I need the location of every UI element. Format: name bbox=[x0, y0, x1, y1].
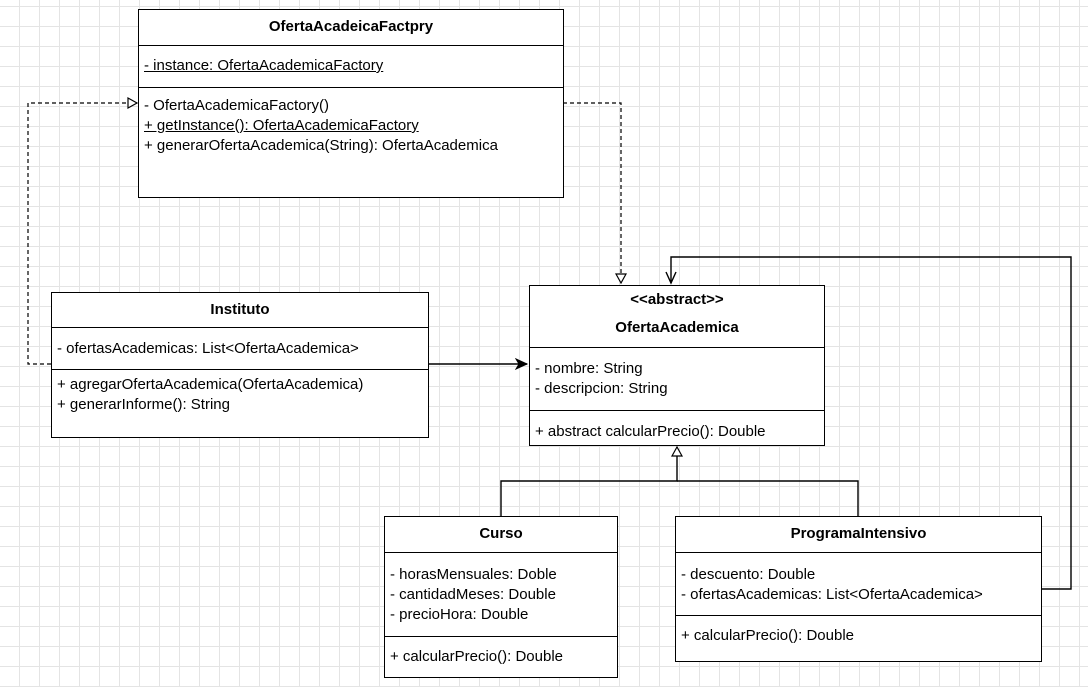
method: - OfertaAcademicaFactory() bbox=[144, 97, 330, 114]
attribute: - descuento: Double bbox=[681, 566, 816, 583]
method: + generarInforme(): String bbox=[57, 396, 230, 413]
attribute: - nombre: String bbox=[535, 360, 643, 377]
class-ofertaacademica[interactable]: <<abstract>> OfertaAcademica - nombre: S… bbox=[529, 285, 825, 446]
attribute: - cantidadMeses: Double bbox=[390, 586, 556, 603]
inheritance-curso-oferta bbox=[500, 447, 677, 516]
method: + calcularPrecio(): Double bbox=[681, 627, 854, 644]
attributes-section: - descuento: Double - ofertasAcademicas:… bbox=[676, 553, 1041, 616]
method: + generarOfertaAcademica(String): Oferta… bbox=[144, 137, 498, 154]
association-programa-oferta bbox=[665, 256, 1072, 590]
attributes-section: - instance: OfertaAcademicaFactory bbox=[139, 46, 563, 88]
stereotype: <<abstract>> bbox=[630, 291, 724, 308]
method: + abstract calcularPrecio(): Double bbox=[535, 423, 766, 440]
class-name: Curso bbox=[385, 517, 617, 553]
method: + agregarOfertaAcademica(OfertaAcademica… bbox=[57, 376, 364, 393]
attribute: - ofertasAcademicas: List<OfertaAcademic… bbox=[681, 586, 983, 603]
inheritance-programa-oferta bbox=[677, 480, 859, 516]
attribute: - descripcion: String bbox=[535, 380, 668, 397]
attribute: - ofertasAcademicas: List<OfertaAcademic… bbox=[57, 340, 359, 357]
class-ofertaacademicafactory[interactable]: OfertaAcadeicaFactpry - instance: Oferta… bbox=[138, 9, 564, 198]
class-instituto[interactable]: Instituto - ofertasAcademicas: List<Ofer… bbox=[51, 292, 429, 438]
attribute: - precioHora: Double bbox=[390, 606, 529, 623]
methods-section: + calcularPrecio(): Double bbox=[676, 616, 1041, 646]
methods-section: + calcularPrecio(): Double bbox=[385, 637, 617, 667]
attributes-section: - horasMensuales: Doble - cantidadMeses:… bbox=[385, 553, 617, 637]
class-name: OfertaAcademica bbox=[615, 319, 739, 336]
attributes-section: - ofertasAcademicas: List<OfertaAcademic… bbox=[52, 328, 428, 370]
methods-section: + agregarOfertaAcademica(OfertaAcademica… bbox=[52, 370, 428, 415]
method: + getInstance(): OfertaAcademicaFactory bbox=[144, 117, 419, 134]
class-name: Instituto bbox=[52, 293, 428, 328]
attribute: - instance: OfertaAcademicaFactory bbox=[144, 57, 384, 74]
dependency-factory-oferta bbox=[563, 102, 621, 283]
class-header: <<abstract>> OfertaAcademica bbox=[530, 286, 824, 348]
class-programaintensivo[interactable]: ProgramaIntensivo - descuento: Double - … bbox=[675, 516, 1042, 662]
class-name: OfertaAcadeicaFactpry bbox=[139, 10, 563, 46]
class-curso[interactable]: Curso - horasMensuales: Doble - cantidad… bbox=[384, 516, 618, 678]
attributes-section: - nombre: String - descripcion: String bbox=[530, 348, 824, 411]
methods-section: + abstract calcularPrecio(): Double bbox=[530, 411, 824, 442]
methods-section: - OfertaAcademicaFactory() + getInstance… bbox=[139, 88, 563, 156]
class-name: ProgramaIntensivo bbox=[676, 517, 1041, 553]
attribute: - horasMensuales: Doble bbox=[390, 566, 557, 583]
dependency-factory-instituto bbox=[27, 103, 137, 365]
method: + calcularPrecio(): Double bbox=[390, 648, 563, 665]
